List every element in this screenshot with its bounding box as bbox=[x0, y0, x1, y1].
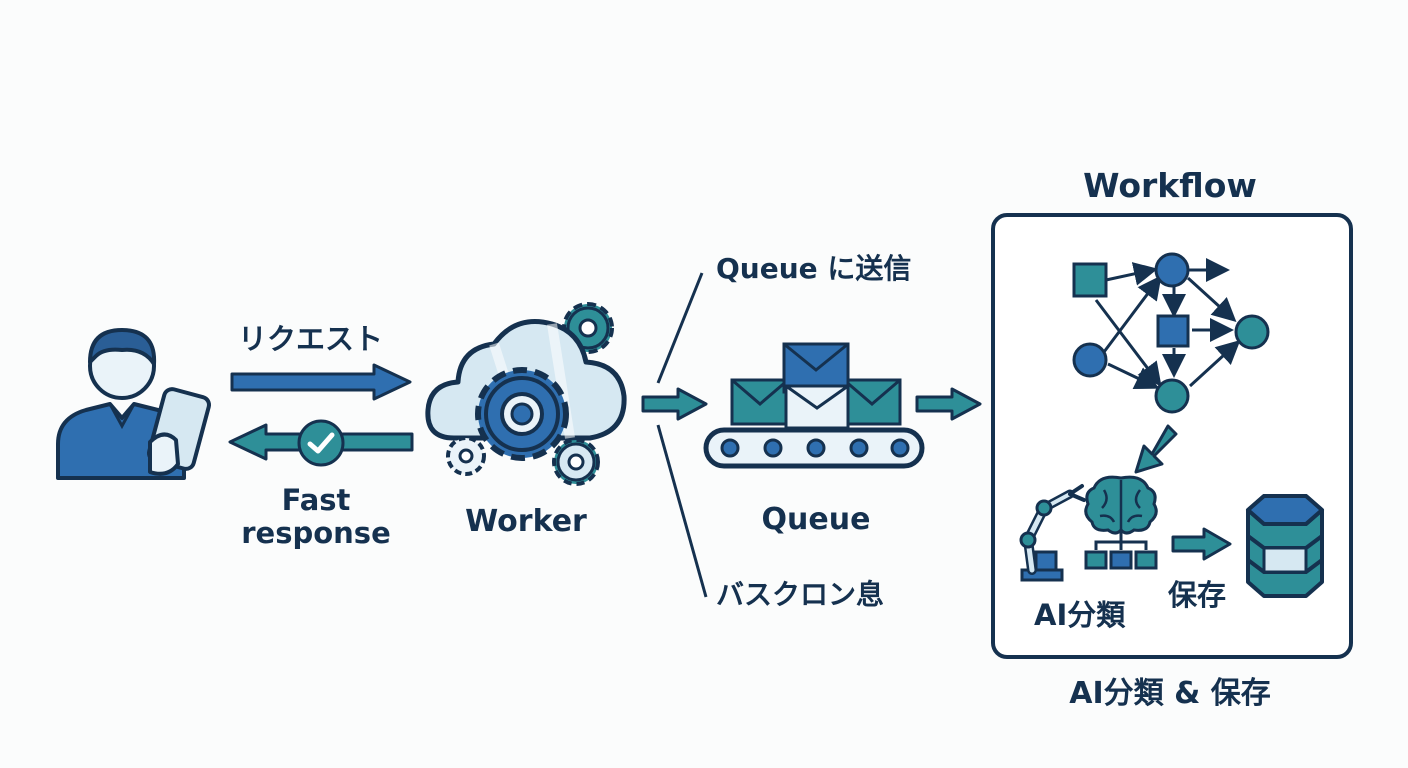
fast-response-label: Fast response bbox=[241, 483, 391, 551]
cloud-gears-icon bbox=[420, 292, 640, 492]
worker-label: Worker bbox=[465, 504, 587, 539]
save-label: 保存 bbox=[1168, 578, 1227, 612]
footer-label: AI分類 & 保存 bbox=[1069, 676, 1271, 711]
check-circle-icon bbox=[296, 418, 346, 468]
workflow-title: Workflow bbox=[1083, 166, 1257, 205]
graph-to-ai-arrow bbox=[1132, 422, 1180, 476]
batch-cron-label: バスクロン息 bbox=[716, 578, 885, 611]
branch-lines bbox=[640, 255, 720, 615]
conveyor-envelopes-icon bbox=[702, 340, 928, 472]
workflow-graph-icon bbox=[1060, 244, 1280, 420]
database-icon bbox=[1240, 490, 1330, 602]
queue-send-label: Queue に送信 bbox=[716, 252, 912, 285]
robot-arm-icon bbox=[1014, 480, 1090, 584]
user-with-phone-icon bbox=[52, 322, 220, 482]
queue-label: Queue bbox=[761, 502, 871, 537]
worker-to-queue-arrow bbox=[640, 386, 710, 422]
ai-to-database-arrow bbox=[1170, 526, 1234, 562]
queue-to-workflow-arrow bbox=[914, 386, 984, 422]
ai-classify-label: AI分類 bbox=[1034, 598, 1126, 632]
brain-icon bbox=[1080, 470, 1162, 582]
request-label: リクエスト bbox=[238, 322, 384, 356]
request-arrow bbox=[228, 362, 414, 402]
